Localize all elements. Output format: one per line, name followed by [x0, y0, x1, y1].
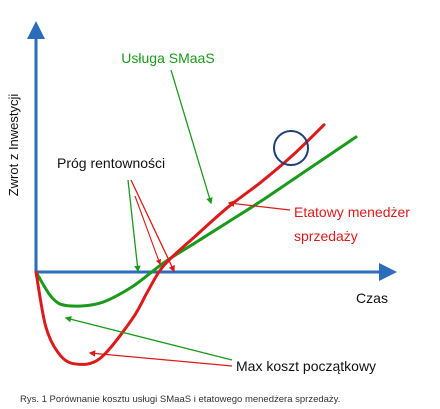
pointer-max-cost-green	[64, 316, 233, 361]
pointer-manager-label	[227, 200, 291, 211]
series-label-manager-line1: Etatowy menedżer	[294, 204, 410, 220]
pointer-breakeven-red-2	[134, 195, 162, 266]
x-axis-title: Czas	[356, 290, 388, 306]
series-label-manager-line2: sprzedaży	[294, 228, 358, 244]
pointer-max-cost-red	[88, 350, 233, 367]
pointer-breakeven-red	[130, 179, 175, 273]
series-line-manager	[34, 123, 326, 366]
annotation-breakeven: Próg rentowności	[57, 155, 165, 171]
annotation-max-cost: Max koszt początkowy	[236, 358, 376, 374]
series-line-smaas	[34, 135, 358, 308]
y-axis-title: Zwrot z Inwestycji	[6, 94, 21, 197]
figure-caption: Rys. 1 Porównanie kosztu usługi SMaaS i …	[20, 394, 340, 405]
series-label-smaas: Usługa SMaaS	[121, 50, 214, 66]
pointer-breakeven-green	[127, 179, 141, 273]
intersection-circle	[273, 130, 309, 166]
pointer-smaas-label	[170, 69, 213, 205]
